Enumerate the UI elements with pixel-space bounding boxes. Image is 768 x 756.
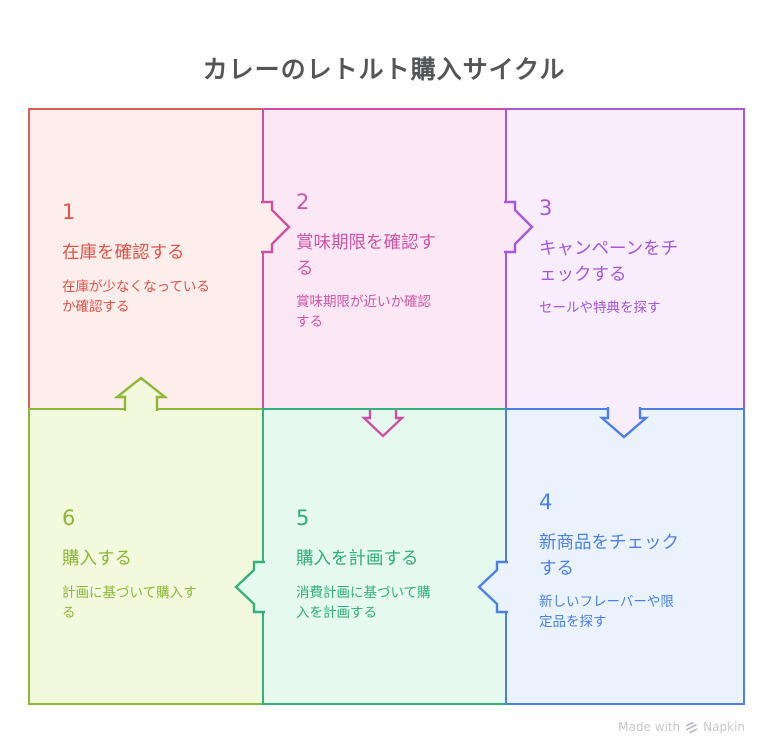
napkin-logo-icon [685, 721, 698, 734]
step-title: 購入する [62, 549, 132, 570]
step-number: 4 [539, 490, 553, 514]
napkin-brand-label: Napkin [703, 720, 745, 734]
step-number: 5 [296, 506, 310, 530]
step-description: 新しいフレーバーや限定品を探す [539, 593, 674, 631]
step-cell-4: 4 新商品をチェックする 新しいフレーバーや限定品を探す [505, 408, 745, 705]
step-number: 3 [539, 196, 553, 220]
step-description: 計画に基づいて購入する [62, 584, 197, 621]
step-cell-5: 5 購入を計画する 消費計画に基づいて購入を計画する [262, 408, 507, 705]
made-with-label: Made with [618, 720, 681, 734]
step-description: 賞味期限が近いか確認する [296, 293, 431, 331]
step-title: 賞味期限を確認する [296, 233, 436, 279]
step-title: キャンペーンをチェックする [539, 239, 679, 285]
step-description: セールや特典を探す [539, 299, 661, 316]
step-description: 在庫が少なくなっているか確認する [62, 278, 210, 315]
step-number: 2 [296, 190, 310, 214]
step-cell-2: 2 賞味期限を確認する 賞味期限が近いか確認する [262, 108, 507, 410]
step-title: 新商品をチェックする [539, 533, 679, 579]
step-title: 在庫を確認する [62, 243, 185, 264]
step-title: 購入を計画する [296, 549, 419, 570]
diagram-title: カレーのレトルト購入サイクル [202, 55, 566, 84]
step-cell-3: 3 キャンペーンをチェックする セールや特典を探す [505, 108, 745, 410]
step-number: 6 [62, 506, 76, 530]
step-cell-6: 6 購入する 計画に基づいて購入する [28, 408, 264, 705]
step-cell-1: 1 在庫を確認する 在庫が少なくなっているか確認する [28, 108, 264, 410]
step-number: 1 [62, 200, 76, 224]
step-description: 消費計画に基づいて購入を計画する [296, 584, 431, 621]
napkin-watermark-link[interactable]: Made with Napkin [618, 720, 745, 734]
